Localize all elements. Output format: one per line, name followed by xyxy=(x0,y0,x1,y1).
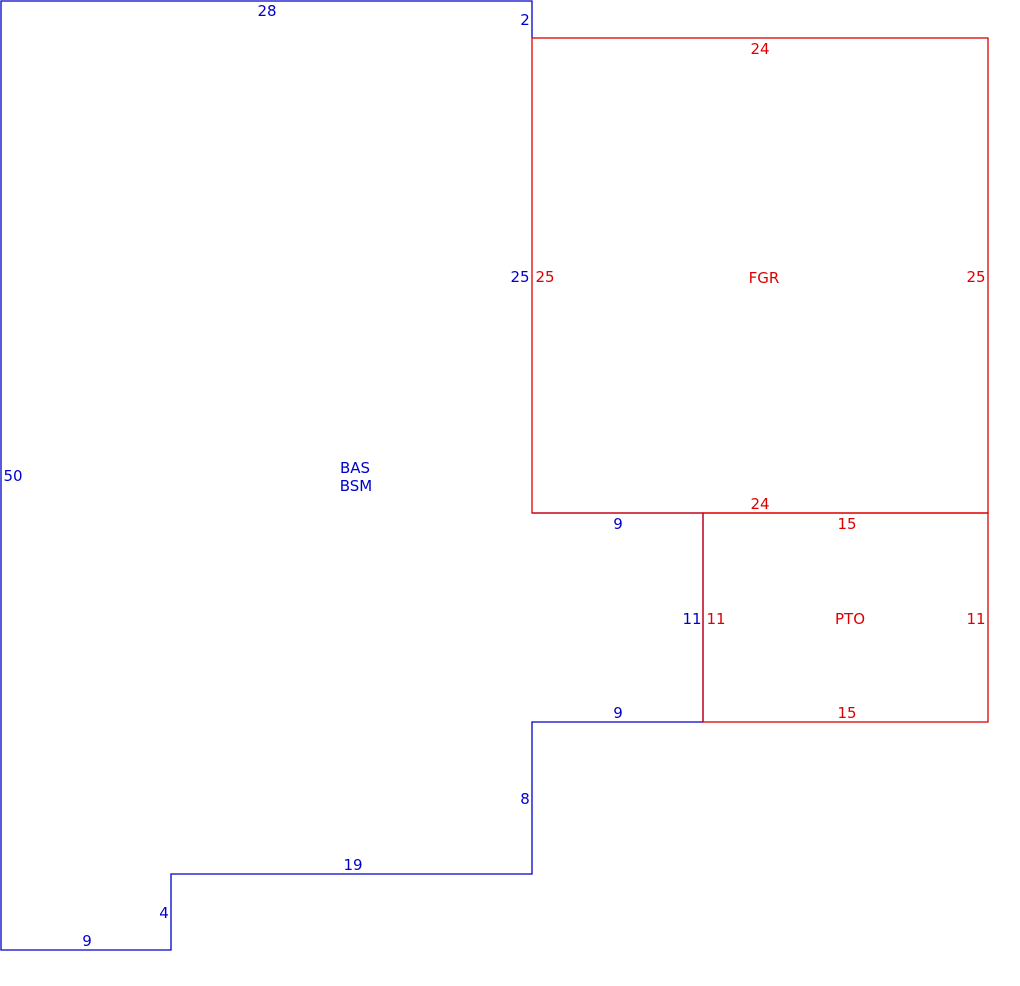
dim-patio-left: 11 xyxy=(706,610,725,628)
main-area-code-bsm: BSM xyxy=(340,477,373,495)
garage-area-code: FGR xyxy=(749,269,780,287)
dim-patio-right: 11 xyxy=(966,610,985,628)
dim-patio-top: 15 xyxy=(837,515,856,533)
dim-main-bottom-mid: 19 xyxy=(343,856,362,874)
dim-main-right-lower: 8 xyxy=(520,790,530,808)
dim-garage-right: 25 xyxy=(966,268,985,286)
dim-garage-top: 24 xyxy=(750,40,769,58)
dim-main-shared-patio: 11 xyxy=(682,610,701,628)
dim-main-step-left: 4 xyxy=(159,904,169,922)
dim-main-shared-garage: 25 xyxy=(510,268,529,286)
dim-main-step-under-patio: 9 xyxy=(613,704,623,722)
patio-outline xyxy=(702,512,989,723)
dim-main-top: 28 xyxy=(257,2,276,20)
patio-area-code: PTO xyxy=(835,610,865,628)
dim-garage-bottom: 24 xyxy=(750,495,769,513)
dim-garage-left: 25 xyxy=(535,268,554,286)
dim-main-left: 50 xyxy=(3,467,22,485)
dim-main-notch-top: 2 xyxy=(520,11,530,29)
dim-main-step-under-garage: 9 xyxy=(613,515,623,533)
dim-patio-bottom: 15 xyxy=(837,704,856,722)
dim-main-bottom-left: 9 xyxy=(82,932,92,950)
main-area-code-bas: BAS xyxy=(340,459,370,477)
